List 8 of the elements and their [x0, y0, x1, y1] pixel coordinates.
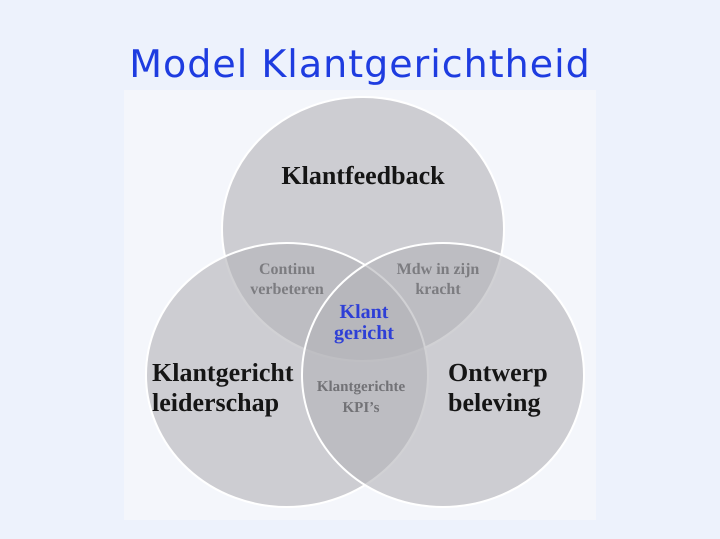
overlap-label: Klantgerichte KPI’s [316, 378, 406, 418]
overlap-label: Continu verbeteren [249, 260, 325, 300]
diagram-title: Model Klantgerichtheid [128, 42, 592, 86]
circle-label: Klantgericht leiderschap [152, 358, 295, 418]
circle-label: Klantfeedback [280, 161, 446, 191]
center-label: Klant gericht [333, 302, 395, 344]
circle-label: Ontwerp beleving [448, 358, 549, 418]
overlap-label: Mdw in zijn kracht [396, 260, 480, 300]
